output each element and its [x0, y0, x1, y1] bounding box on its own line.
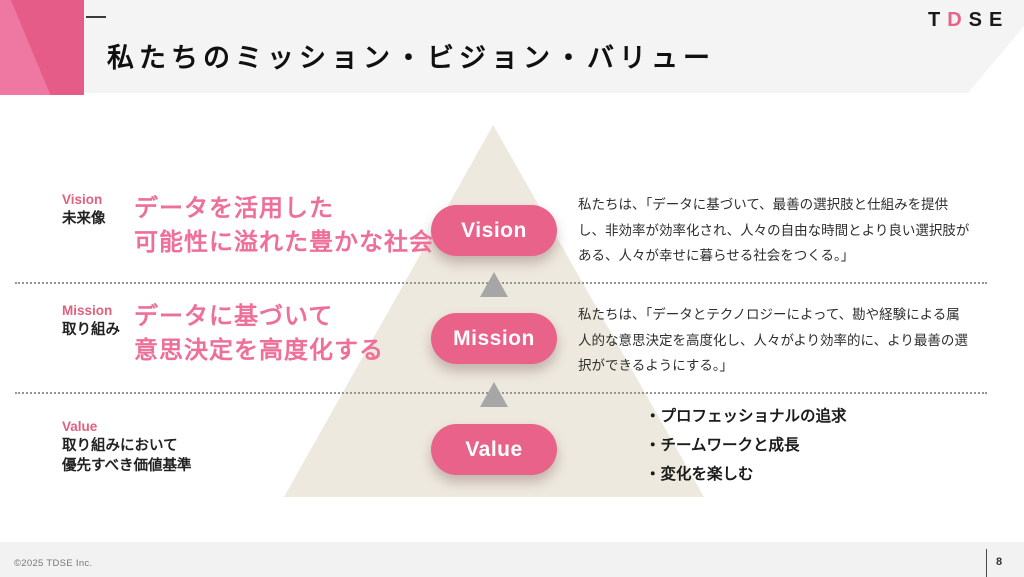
accent-corner-highlight [0, 0, 51, 95]
mission-pill: Mission [431, 313, 557, 364]
value-pill-label: Value [465, 437, 523, 461]
mission-headline-line1: データに基づいて [134, 303, 334, 330]
vision-description: 私たちは、「データに基づいて、最善の選択肢と仕組みを提供し、非効率が効率化され、… [578, 197, 970, 263]
vision-side-label: Vision 未来像 [62, 191, 106, 229]
logo-letter-e: E [989, 9, 1010, 31]
value-side-label: Value 取り組みにおいて 優先すべき価値基準 [62, 418, 191, 476]
mission-description: 私たちは、「データとテクノロジーによって、勘や経験による属人的な意思決定を高度化… [578, 307, 968, 373]
vision-label-en: Vision [62, 192, 103, 207]
value-bullet-item: ・プロフェッショナルの追求 [645, 408, 847, 425]
logo-letter-d: D [947, 9, 969, 31]
mission-headline-line2: 意思決定を高度化する [134, 337, 384, 364]
value-pill: Value [431, 424, 557, 475]
header-band [0, 0, 1024, 93]
vision-headline: データを活用した 可能性に溢れた豊かな社会 [134, 192, 434, 260]
value-label-ja-line1: 取り組みにおいて [62, 438, 178, 454]
value-bullet-item: ・変化を楽しむ [645, 466, 754, 483]
value-label-ja-line2: 優先すべき価値基準 [62, 458, 192, 474]
logo-letter-s: S [968, 9, 990, 31]
copyright-text: ©2025 TDSE Inc. [14, 558, 93, 569]
value-bullet-item: ・チームワークと成長 [645, 437, 800, 454]
slide-title: 私たちのミッション・ビジョン・バリュー [107, 43, 715, 73]
page-number: 8 [996, 556, 1003, 568]
mission-label-en: Mission [62, 303, 113, 318]
vision-pill-label: Vision [461, 218, 527, 242]
mission-label-ja: 取り組み [62, 322, 120, 338]
tdse-logo: TDSE [928, 9, 1009, 32]
vision-headline-line2: 可能性に溢れた豊かな社会 [134, 229, 434, 256]
value-bullet-list: ・プロフェッショナルの追求 ・チームワークと成長 ・変化を楽しむ [645, 402, 847, 489]
up-arrow-icon [480, 272, 508, 297]
logo-letter-t: T [928, 9, 948, 31]
mission-pill-label: Mission [453, 326, 535, 350]
vision-pill: Vision [431, 205, 557, 256]
vision-label-ja: 未来像 [62, 211, 106, 227]
value-label-en: Value [62, 419, 98, 434]
up-arrow-icon [480, 382, 508, 407]
mission-side-label: Mission 取り組み [62, 302, 120, 340]
title-dash [86, 16, 106, 18]
vision-headline-line1: データを活用した [134, 195, 334, 222]
page-number-divider [986, 549, 987, 577]
mission-headline: データに基づいて 意思決定を高度化する [134, 300, 384, 368]
accent-corner-block [0, 0, 84, 95]
footer-band: ©2025 TDSE Inc. 8 [0, 542, 1024, 577]
